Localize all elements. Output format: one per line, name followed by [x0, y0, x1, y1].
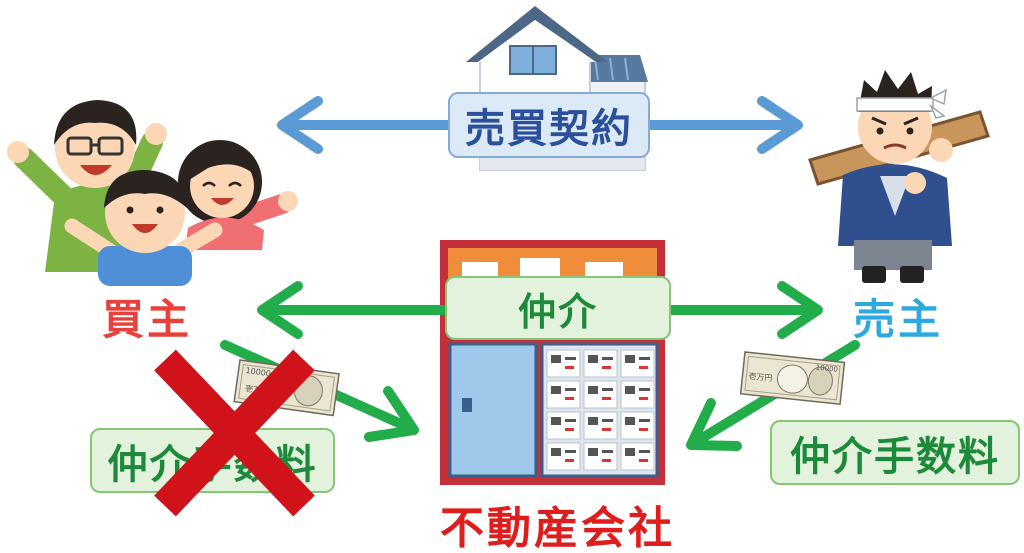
brokerage-label: 仲介	[445, 276, 671, 340]
bill-denomination: 壱万円	[748, 371, 773, 383]
contract-label: 売買契約	[448, 92, 650, 158]
real-estate-office-icon	[440, 240, 665, 485]
seller-carpenter-icon	[808, 70, 990, 283]
listing-card	[620, 442, 655, 471]
listing-card	[546, 442, 581, 471]
bill-number: 10000	[815, 364, 838, 374]
portrait	[807, 366, 833, 396]
listing-card-marks	[551, 355, 650, 462]
buyer-fee-label: 仲介手数料	[90, 428, 335, 493]
agency-label: 不動産会社	[440, 503, 675, 553]
mother-figure	[178, 140, 298, 250]
headband	[856, 97, 934, 112]
contract-arrow-left-head	[277, 96, 323, 154]
seller-fee-label: 仲介手数料	[770, 420, 1020, 485]
brokerage-arrow-left-head	[257, 281, 303, 339]
listing-card	[583, 380, 618, 409]
listing-card	[583, 442, 618, 471]
listing-card	[546, 380, 581, 409]
listing-card	[583, 411, 618, 440]
listing-card	[620, 380, 655, 409]
listing-cards	[546, 349, 655, 471]
watermark	[776, 364, 808, 394]
child-figure	[64, 170, 223, 286]
house-roof	[466, 6, 608, 62]
seller-label: 売主	[853, 295, 944, 344]
listing-card	[546, 411, 581, 440]
listing-card	[546, 349, 581, 378]
pants	[854, 240, 932, 270]
hand	[929, 138, 953, 162]
listing-card	[583, 349, 618, 378]
listing-card	[620, 411, 655, 440]
buyer-family-icon	[7, 100, 298, 286]
buyer-label: 買主	[102, 295, 193, 344]
door-handle	[462, 398, 472, 412]
contract-arrow-right-head	[757, 96, 803, 154]
listing-card	[620, 349, 655, 378]
banknote-icon: 10000 壱万円	[233, 359, 340, 417]
brokerage-arrow-right-head	[777, 281, 823, 339]
banknote-icon: 壱万円 10000	[739, 351, 846, 406]
